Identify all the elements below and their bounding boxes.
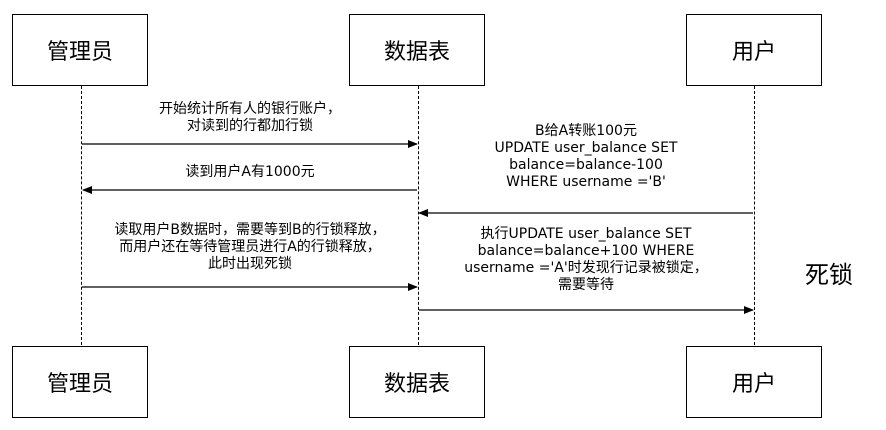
participant-table-label-bottom: 数据表	[383, 372, 450, 397]
participant-admin-top: 管理员	[12, 14, 148, 86]
participant-table-label: 数据表	[383, 40, 450, 65]
participant-user-label-bottom: 用户	[731, 372, 776, 397]
participant-admin-label-bottom: 管理员	[46, 372, 113, 397]
participant-user-top: 用户	[686, 14, 822, 86]
message-label-3: B给A转账100元 UPDATE user_balance SET balanc…	[466, 123, 706, 191]
message-label-2: 读到用户A有1000元	[140, 164, 360, 181]
participant-user-label: 用户	[731, 40, 776, 65]
message-label-4: 读取用户B数据时，需要等到B的行锁释放， 而用户还在等待管理员进行A的行锁释放，…	[84, 222, 416, 273]
participant-table-top: 数据表	[349, 14, 485, 86]
lifeline-admin	[81, 86, 82, 345]
message-label-1: 开始统计所有人的银行账户， 对读到的行都加行锁	[120, 101, 380, 135]
participant-user-bottom: 用户	[686, 346, 822, 418]
message-label-5: 执行UPDATE user_balance SET balance=balanc…	[446, 226, 726, 294]
lifeline-user	[754, 86, 755, 345]
participant-admin-bottom: 管理员	[12, 346, 148, 418]
participant-table-bottom: 数据表	[349, 346, 485, 418]
participant-admin-label: 管理员	[46, 40, 113, 65]
deadlock-label: 死锁	[805, 261, 853, 289]
